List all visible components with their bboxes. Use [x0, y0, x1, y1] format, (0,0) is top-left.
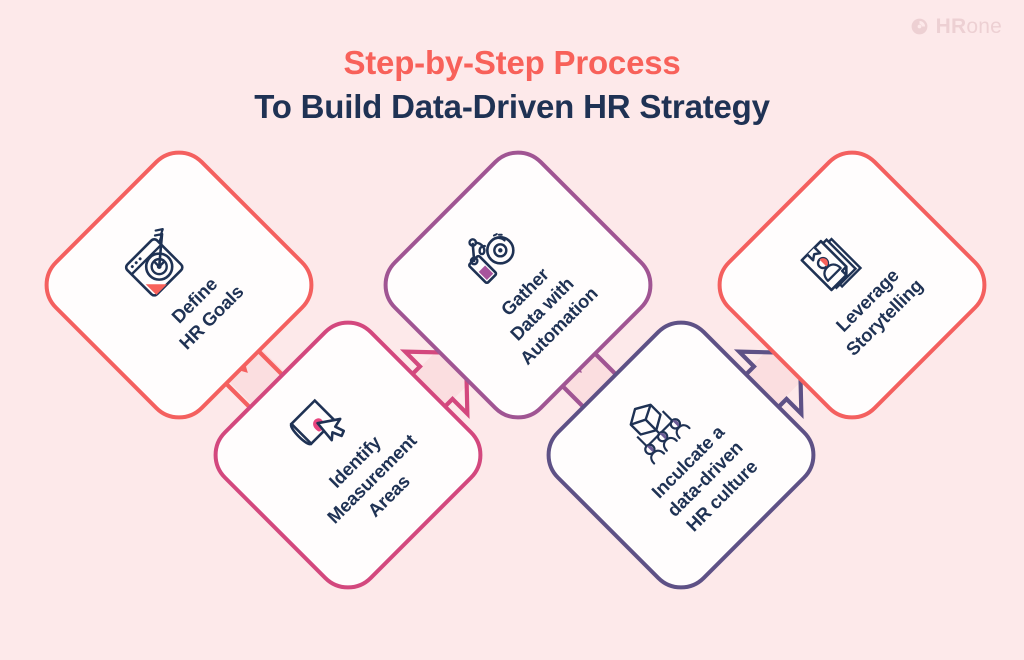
step-content-2: Identify Measurement Areas: [200, 307, 497, 604]
logo-wordmark: HRone: [936, 16, 1002, 37]
step-node-3[interactable]: Gather Data with Automation: [369, 136, 667, 434]
cube-team-icon: [629, 403, 691, 465]
title-line-1: Step-by-Step Process: [343, 44, 681, 81]
logo-text-light: one: [966, 15, 1002, 38]
brand-logo: HRone: [910, 16, 1002, 37]
step-content-1: Define HR Goals: [31, 137, 328, 434]
step-content-3: Gather Data with Automation: [370, 137, 667, 434]
document-cursor-icon: [289, 399, 346, 446]
step-node-2[interactable]: Identify Measurement Areas: [199, 306, 497, 604]
logo-text-bold: HR: [935, 15, 967, 38]
title-line-2: To Build Data-Driven HR Strategy: [254, 87, 770, 125]
robotic-arm-gear-icon: [468, 233, 515, 285]
profile-pages-icon: [800, 237, 863, 292]
step-node-4[interactable]: Inculcate a data-driven HR culture: [532, 306, 830, 604]
browser-target-icon: [125, 228, 184, 297]
step-content-4: Inculcate a data-driven HR culture: [533, 307, 830, 604]
step-content-5: Leverage Storytelling: [704, 137, 1001, 434]
swirl-circle-icon: [911, 18, 928, 35]
step-node-1[interactable]: Define HR Goals: [30, 136, 328, 434]
page-title: Step-by-Step Process To Build Data-Drive…: [0, 44, 1024, 127]
step-node-5[interactable]: Leverage Storytelling: [703, 136, 1001, 434]
